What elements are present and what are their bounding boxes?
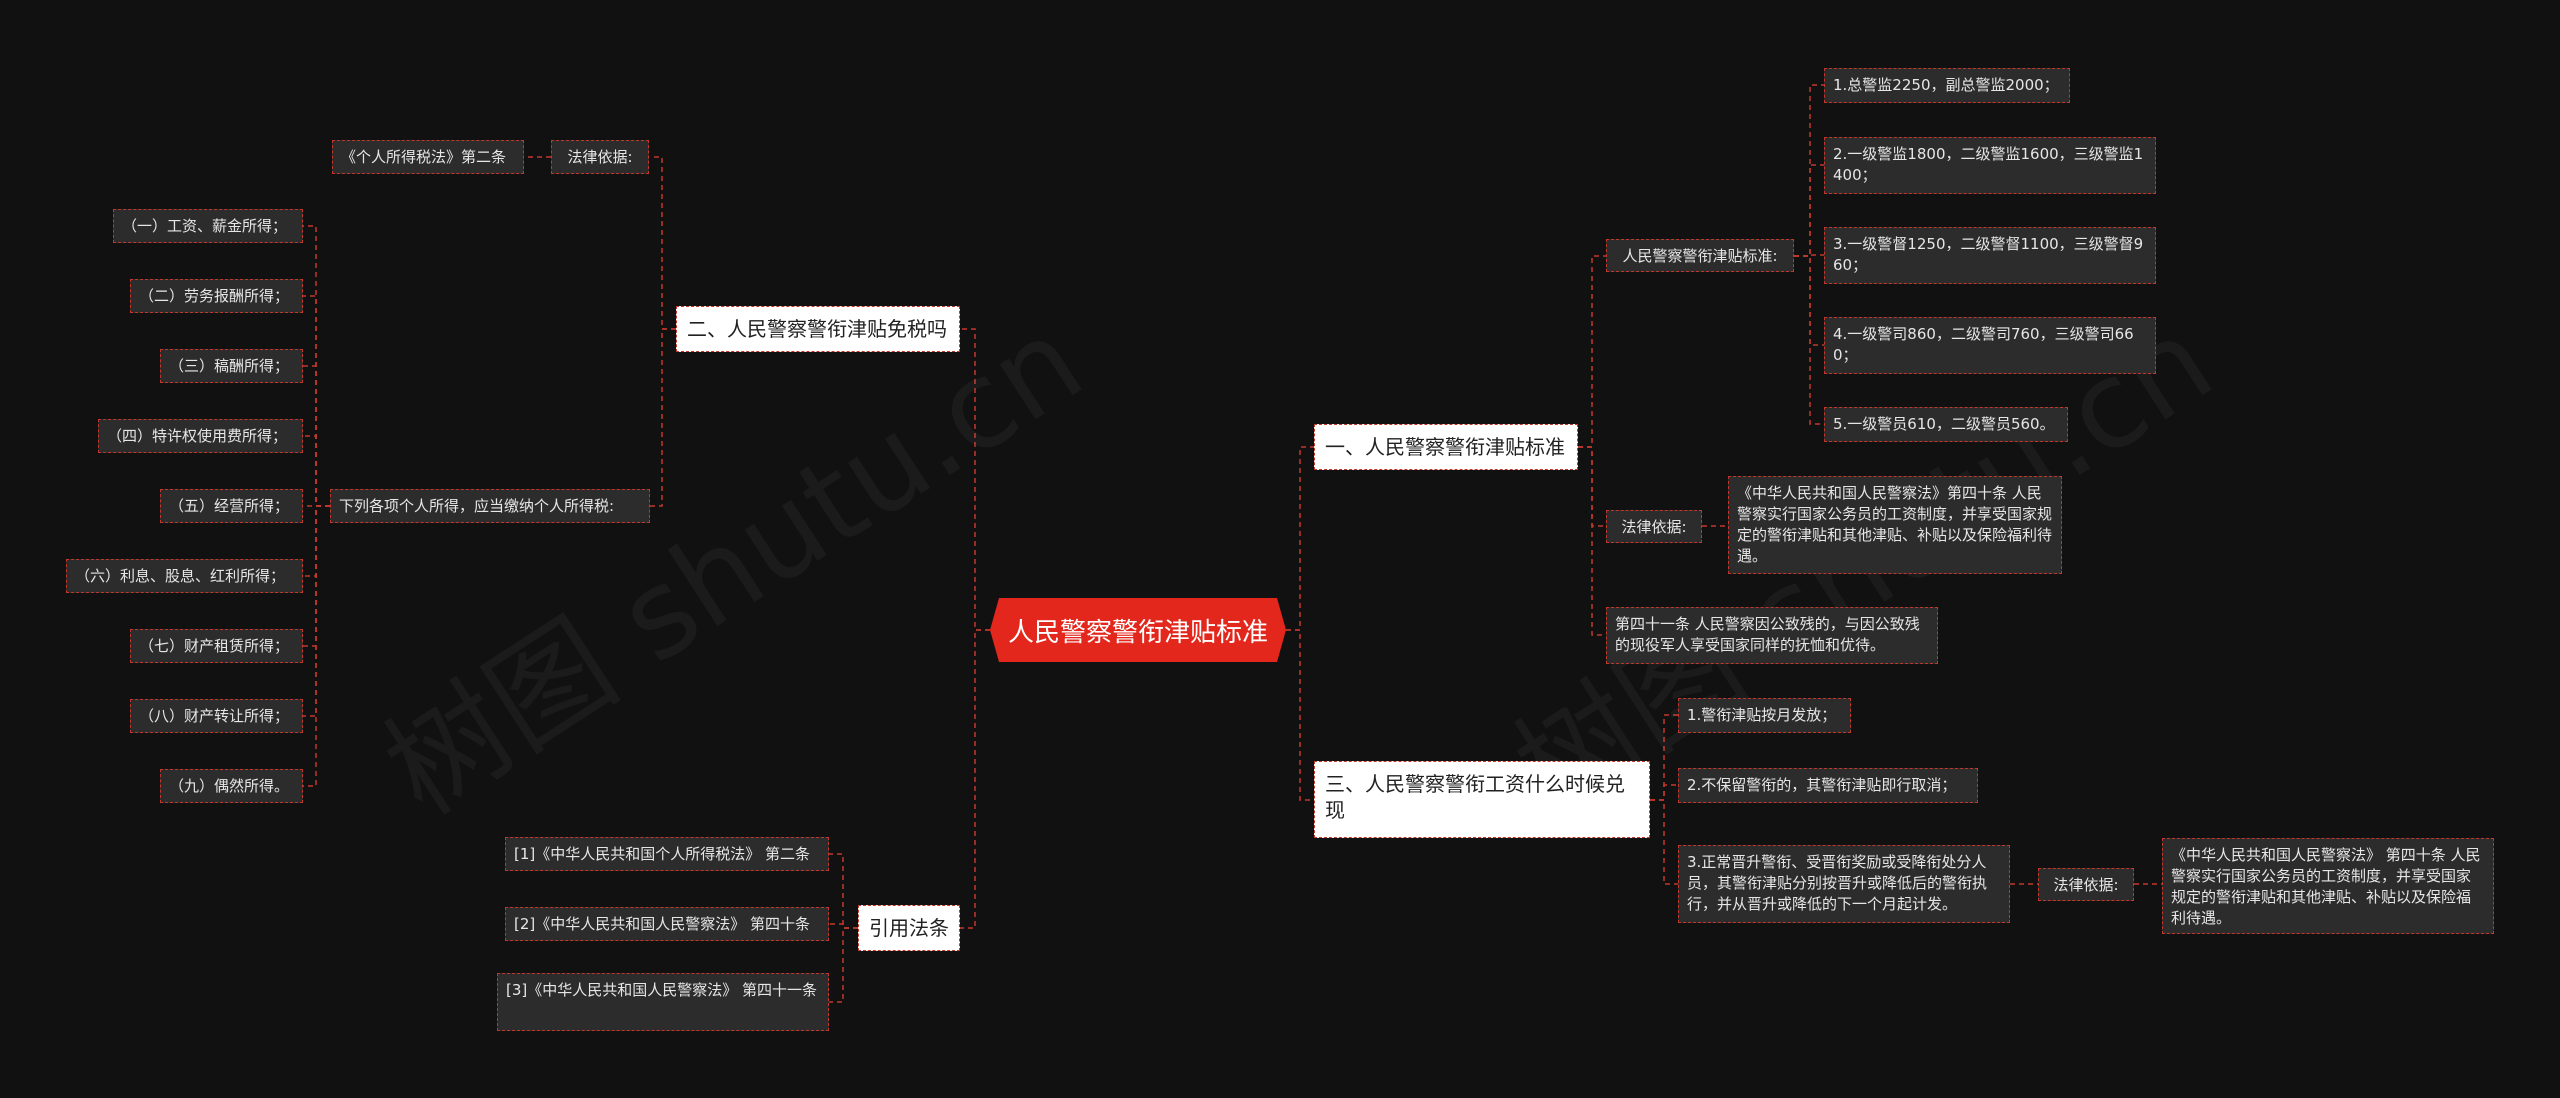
income-item[interactable]: （九）偶然所得。 bbox=[160, 769, 303, 803]
connector-line bbox=[650, 156, 676, 330]
income-item[interactable]: （七）财产租赁所得； bbox=[130, 629, 303, 663]
rank-allowance-item[interactable]: 3.一级警督1250，二级警督1100，三级警督960； bbox=[1824, 227, 2156, 284]
connector-line bbox=[1650, 799, 1678, 885]
connector-line bbox=[960, 328, 990, 631]
income-item[interactable]: （六）利息、股息、红利所得； bbox=[66, 559, 303, 593]
connector-line bbox=[303, 435, 330, 507]
connector-line bbox=[1794, 164, 1824, 257]
income-item[interactable]: （五）经营所得； bbox=[160, 489, 303, 523]
income-item[interactable]: （八）财产转让所得； bbox=[130, 699, 303, 733]
income-item[interactable]: （一）工资、薪金所得； bbox=[113, 209, 303, 243]
income-item[interactable]: （二）劳务报酬所得； bbox=[130, 279, 303, 313]
legal-basis-label[interactable]: 法律依据: bbox=[2038, 868, 2134, 901]
branch-cited-laws[interactable]: 引用法条 bbox=[858, 905, 960, 951]
connector-line bbox=[1578, 255, 1606, 448]
tax-law-article[interactable]: 《个人所得税法》第二条 bbox=[332, 140, 524, 174]
connector-line bbox=[1578, 446, 1606, 636]
connector-line bbox=[1286, 629, 1314, 801]
connector-line bbox=[829, 853, 858, 929]
standard-label-node[interactable]: 人民警察警衔津贴标准: bbox=[1606, 239, 1794, 272]
connector-line bbox=[1650, 714, 1678, 801]
payment-item[interactable]: 2.不保留警衔的，其警衔津贴即行取消； bbox=[1678, 768, 1978, 803]
legal-basis-label[interactable]: 法律依据: bbox=[1606, 510, 1702, 543]
connector-line bbox=[650, 328, 676, 507]
connector-line bbox=[960, 629, 990, 929]
branch-allowance-standard[interactable]: 一、人民警察警衔津贴标准 bbox=[1314, 424, 1578, 470]
article-41-node[interactable]: 第四十一条 人民警察因公致残的，与因公致残的现役军人享受国家同样的抚恤和优待。 bbox=[1606, 607, 1938, 664]
connector-line bbox=[829, 927, 858, 1003]
connector-line bbox=[1794, 255, 1824, 346]
rank-allowance-item[interactable]: 1.总警监2250，副总警监2000； bbox=[1824, 68, 2070, 103]
payment-item[interactable]: 1.警衔津贴按月发放； bbox=[1678, 698, 1851, 733]
income-item[interactable]: （四）特许权使用费所得； bbox=[98, 419, 303, 453]
connector-line bbox=[1794, 255, 1824, 425]
rank-allowance-item[interactable]: 5.一级警员610，二级警员560。 bbox=[1824, 407, 2068, 442]
payment-item[interactable]: 3.正常晋升警衔、受晋衔奖励或受降衔处分人员，其警衔津贴分别按晋升或降低后的警衔… bbox=[1678, 845, 2010, 923]
rank-allowance-item[interactable]: 2.一级警监1800，二级警监1600，三级警监1400； bbox=[1824, 137, 2156, 194]
root-topic[interactable]: 人民警察警衔津贴标准 bbox=[990, 598, 1286, 662]
cited-law-item[interactable]: [3]《中华人民共和国人民警察法》 第四十一条 bbox=[497, 973, 829, 1031]
connector-line bbox=[303, 505, 330, 787]
income-item[interactable]: （三）稿酬所得； bbox=[160, 349, 303, 383]
connector-line bbox=[1578, 446, 1606, 527]
cited-law-item[interactable]: [2]《中华人民共和国人民警察法》 第四十条 bbox=[505, 907, 829, 941]
branch-tax-exemption[interactable]: 二、人民警察警衔津贴免税吗 bbox=[676, 306, 960, 352]
connector-line bbox=[1650, 784, 1678, 801]
legal-basis-text[interactable]: 《中华人民共和国人民警察法》第四十条 人民警察实行国家公务员的工资制度，并享受国… bbox=[1728, 476, 2062, 574]
taxable-income-label[interactable]: 下列各项个人所得，应当缴纳个人所得税: bbox=[330, 489, 650, 523]
legal-basis-text[interactable]: 《中华人民共和国人民警察法》 第四十条 人民警察实行国家公务员的工资制度，并享受… bbox=[2162, 838, 2494, 934]
legal-basis-label[interactable]: 法律依据: bbox=[551, 140, 649, 174]
branch-payment-timing[interactable]: 三、人民警察警衔工资什么时候兑现 bbox=[1314, 761, 1650, 838]
connector-line bbox=[1794, 84, 1824, 257]
connector-line bbox=[1286, 446, 1314, 631]
rank-allowance-item[interactable]: 4.一级警司860，二级警司760，三级警司660； bbox=[1824, 317, 2156, 374]
cited-law-item[interactable]: [1]《中华人民共和国个人所得税法》 第二条 bbox=[505, 837, 829, 871]
